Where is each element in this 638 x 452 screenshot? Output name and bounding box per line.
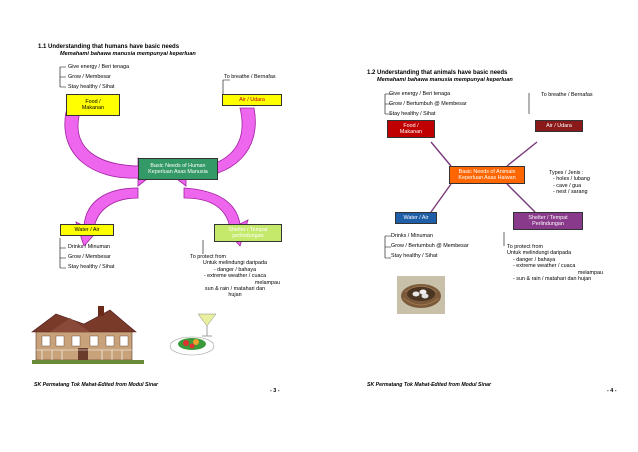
meal-and-drink-illustration	[169, 313, 217, 356]
right-page: 1.2 Understanding that animals have basi…	[319, 0, 638, 452]
left-food-benefits: Give energy / Beri tenaga Grow / Membesa…	[68, 62, 129, 92]
right-connectors	[384, 93, 538, 259]
list-item: Give energy / Beri tenaga	[68, 64, 130, 70]
air-box: Air / Udara	[535, 120, 583, 132]
air-box: Air / Udara	[222, 94, 282, 106]
list-item: Give energy / Beri tenaga	[389, 91, 451, 97]
list-item: Stay healthy / Sihat	[68, 264, 115, 270]
basic-needs-human-box: Basic Needs of Human Keperluan Asas Manu…	[138, 158, 218, 180]
center-connector-lines	[430, 141, 538, 213]
bird-nest-illustration	[397, 276, 445, 314]
food-box: Food / Makanan	[387, 120, 435, 138]
left-breathe-text: To breathe / Bernafas	[224, 74, 276, 80]
right-page-number: - 4 -	[607, 388, 617, 394]
list-item: Stay healthy / Sihat	[391, 253, 438, 259]
right-protect-text: To protect from Untuk melindungi daripad…	[507, 244, 603, 283]
left-protect-text: To protect from Untuk melindungi daripad…	[190, 254, 280, 299]
left-page: 1.1 Understanding that humans have basic…	[31, 44, 282, 394]
left-heading: 1.1 Understanding that humans have basic…	[38, 44, 180, 50]
left-footer: SK Permatang Tok Mahat-Edited from Modul…	[34, 382, 159, 388]
list-item: Stay healthy / Sihat	[68, 84, 115, 90]
left-page-number: - 3 -	[270, 388, 280, 394]
house-illustration	[31, 306, 144, 364]
water-box: Water / Air	[60, 224, 114, 236]
right-types-text: Types / Jenis : - holes / lubang - cave …	[549, 170, 590, 196]
list-item: Stay healthy / Sihat	[389, 111, 436, 117]
list-item: Grow / Membesar	[68, 74, 111, 80]
right-footer: SK Permatang Tok Mahat-Edited from Modul…	[367, 382, 492, 388]
shelter-box: Shelter / Tempat perlindungan	[214, 224, 282, 242]
list-item: Drinks / Minuman	[391, 233, 433, 239]
list-item: Drinks / Minuman	[68, 244, 110, 250]
right-heading: 1.2 Understanding that animals have basi…	[367, 70, 508, 76]
right-food-benefits: Give energy / Beri tenaga Grow / Bertumb…	[389, 89, 467, 119]
left-subheading: Memahami bahawa manusia mempunyai keperl…	[60, 51, 196, 57]
right-breathe-text: To breathe / Bernafas	[541, 92, 593, 98]
food-box: Food / Makanan	[66, 94, 120, 116]
list-connectors	[384, 93, 530, 259]
right-water-benefits: Drinks / Minuman Grow / Bertumbuh @ Memb…	[391, 231, 469, 261]
list-item: Grow / Bertumbuh @ Membesar	[389, 101, 467, 107]
right-subheading: Memahami bahawa manusia mempunyai keperl…	[377, 77, 513, 83]
water-box: Water / Air	[395, 212, 437, 224]
list-connectors	[59, 66, 230, 269]
list-item: Grow / Membesar	[68, 254, 111, 260]
shelter-box: Shelter / Tempat Perlindungan	[513, 212, 583, 230]
list-item: Grow / Bertumbuh @ Membesar	[391, 243, 469, 249]
basic-needs-animals-box: Basic Needs of Animals Keperluan Asas Ha…	[449, 166, 525, 184]
left-water-benefits: Drinks / Minuman Grow / Membesar Stay he…	[68, 242, 114, 272]
